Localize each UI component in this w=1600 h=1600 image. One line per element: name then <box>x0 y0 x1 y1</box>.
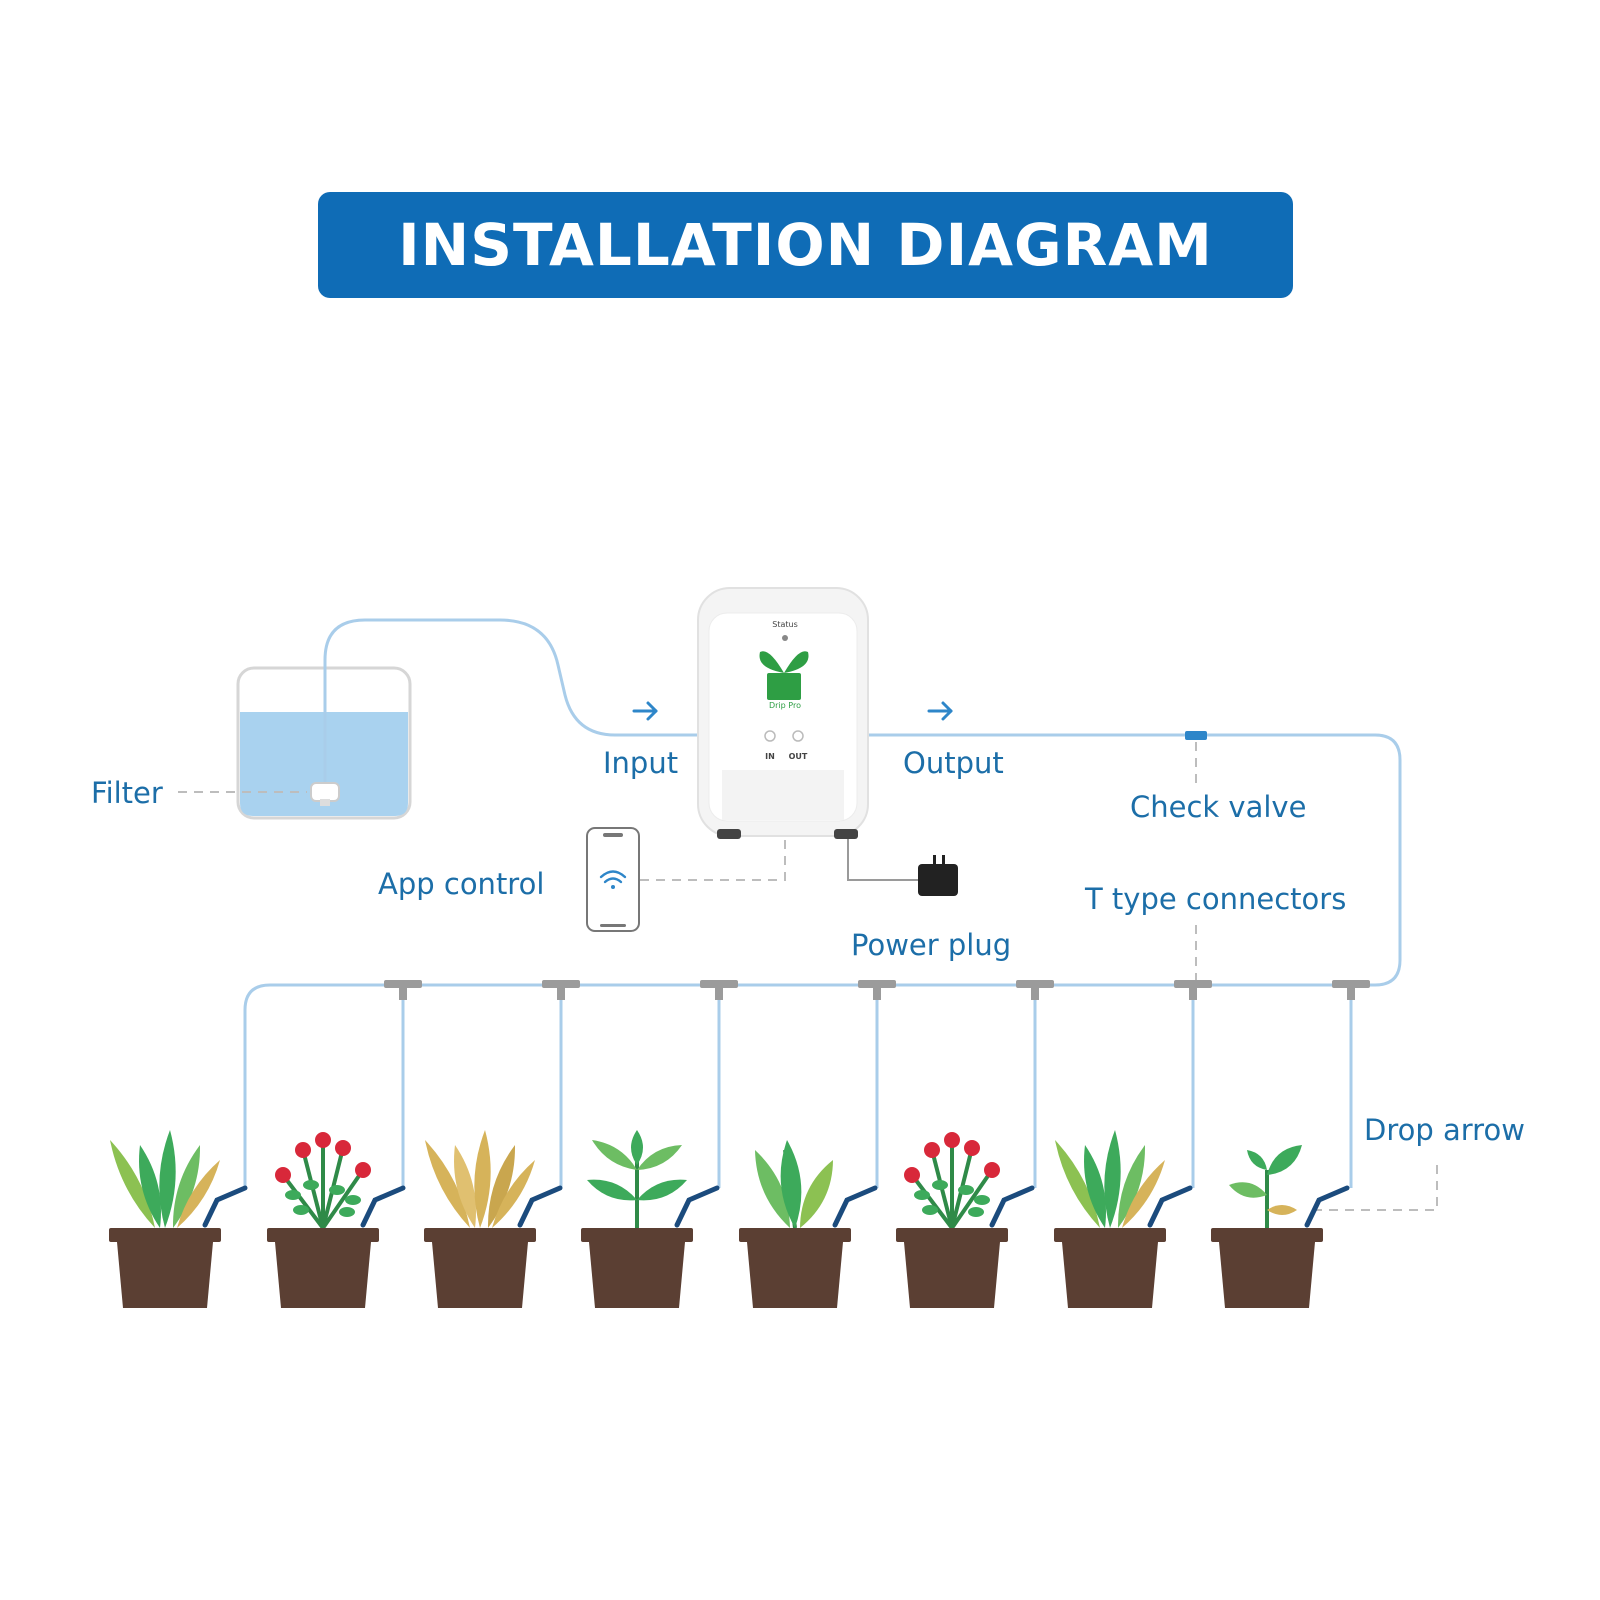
t-connector <box>542 980 580 1000</box>
check-valve-label: Check valve <box>1130 790 1307 824</box>
t-connector <box>1016 980 1054 1000</box>
port-out-text: OUT <box>789 752 808 761</box>
filter-label: Filter <box>91 776 163 810</box>
potted-plant <box>267 1132 406 1308</box>
t-connector <box>700 980 738 1000</box>
title-banner: INSTALLATION DIAGRAM <box>318 192 1293 298</box>
potted-plant <box>581 1130 720 1308</box>
potted-plant <box>424 1130 563 1308</box>
potted-plant <box>739 1140 878 1308</box>
power-plug-label: Power plug <box>851 928 1012 962</box>
potted-plant <box>109 1130 248 1308</box>
device-status-text: Status <box>772 620 798 629</box>
potted-plant <box>1054 1130 1193 1308</box>
t-connector <box>858 980 896 1000</box>
t-connectors <box>384 980 1370 1000</box>
banner-title: INSTALLATION DIAGRAM <box>398 211 1213 279</box>
t-connector <box>1174 980 1212 1000</box>
check-valve <box>1185 731 1207 740</box>
power-plug-icon <box>918 855 958 896</box>
intake-tube <box>323 618 766 785</box>
drip-pro-device: Status Drip Pro IN OUT <box>697 587 869 839</box>
device-brand-text: Drip Pro <box>769 701 801 710</box>
input-label: Input <box>603 746 679 780</box>
drop-arrow-label: Drop arrow <box>1364 1113 1525 1147</box>
plant-logo-icon <box>759 651 809 700</box>
app-control-label: App control <box>378 867 545 901</box>
output-tube <box>243 733 1402 1188</box>
output-label: Output <box>903 746 1004 780</box>
plant-row <box>109 1130 1350 1308</box>
port-in-text: IN <box>765 752 775 761</box>
potted-plant <box>1211 1145 1350 1308</box>
wifi-icon <box>599 870 627 889</box>
filter-head <box>310 782 340 806</box>
potted-plant <box>896 1132 1035 1308</box>
right-arrow-icon <box>632 701 658 721</box>
tubing <box>243 618 1402 1188</box>
t-connectors-label: T type connectors <box>1085 882 1347 916</box>
t-connector <box>384 980 422 1000</box>
power-cord <box>847 833 918 881</box>
t-connector <box>1332 980 1370 1000</box>
leader-lines <box>178 742 1438 1211</box>
right-arrow-icon <box>927 701 953 721</box>
